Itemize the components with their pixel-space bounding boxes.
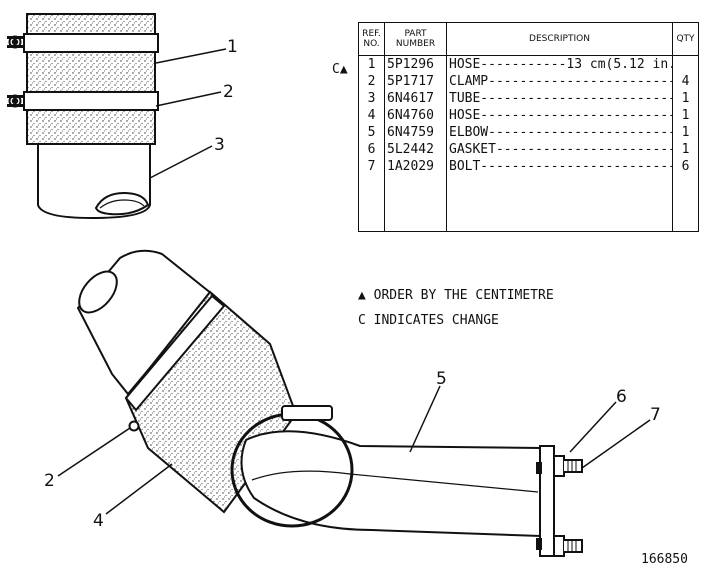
cell-description: HOSE-------------------------- [446,107,673,124]
cell-qty: 6 [672,158,699,175]
header-qty: QTY [672,22,699,56]
cell-ref: 7 [358,158,385,175]
cell-ref: 4 [358,107,385,124]
table-filler-row [358,175,699,232]
table-row: 3 6N4617 TUBE-------------------------- … [358,90,699,107]
cell-part-number: 5P1296 [384,55,447,73]
cell-part-number: 5L2442 [384,141,447,158]
cell-description: BOLT-------------------------- [446,158,673,175]
cell-ref: 3 [358,90,385,107]
cell-ref: 5 [358,124,385,141]
bottom-elbow-assembly [76,249,583,557]
clamp-screw-lower [7,94,24,108]
bottom-leader-lines [57,385,651,515]
table-row: 5 6N4759 ELBOW------------------------- … [358,124,699,141]
row-marker-change: C▲ [332,62,348,77]
callout-bottom-2: 2 [44,471,55,491]
callout-bottom-5: 5 [436,369,447,389]
note-order-by-centimetre: ▲ ORDER BY THE CENTIMETRE [358,288,554,303]
cell-ref: 1 [358,55,385,73]
callout-bottom-7: 7 [650,405,661,425]
cell-description: GASKET------------------------ [446,141,673,158]
clamp-part-2-lower [23,91,159,111]
top-tube-assembly [7,13,159,220]
table-row: 7 1A2029 BOLT-------------------------- … [358,158,699,175]
tube-opening [94,191,150,216]
figure-number: 166850 [641,552,688,567]
table-row: 6 5L2442 GASKET------------------------ … [358,141,699,158]
clamp-screw-upper [7,35,24,49]
note-indicates-change: C INDICATES CHANGE [358,313,499,328]
callout-top-1: 1 [227,37,238,57]
cell-description: CLAMP------------------------- [446,73,673,90]
cell-part-number: 6N4760 [384,107,447,124]
cell-qty: 1 [672,124,699,141]
clamp-band-angled [124,294,226,412]
elbow-part-5 [240,430,541,538]
cell-qty: 1 [672,90,699,107]
header-description: DESCRIPTION [446,22,673,56]
cell-qty: 1 [672,107,699,124]
cell-qty: 1 [672,141,699,158]
cell-part-number: 6N4617 [384,90,447,107]
cell-description: HOSE-----------13 cm(5.12 in.) [446,55,673,73]
cell-ref: 6 [358,141,385,158]
clamp-screw-housing [281,405,333,421]
table-row: 1 5P1296 HOSE-----------13 cm(5.12 in.) [358,55,699,73]
bolt-part-7-upper [553,455,583,477]
header-ref-no: REF. NO. [358,22,385,56]
cell-ref: 2 [358,73,385,90]
cell-part-number: 1A2029 [384,158,447,175]
clamp-part-2-upper [23,33,159,53]
clamp-screw-angled [128,420,140,432]
bolt-part-7-lower [553,535,583,557]
table-row: 4 6N4760 HOSE-------------------------- … [358,107,699,124]
cell-part-number: 6N4759 [384,124,447,141]
callout-top-3: 3 [214,135,225,155]
cell-description: TUBE-------------------------- [446,90,673,107]
table-row: 2 5P1717 CLAMP------------------------- … [358,73,699,90]
callout-top-2: 2 [223,82,234,102]
header-part-number: PART NUMBER [384,22,447,56]
angled-tube-opening [78,270,118,314]
callout-bottom-4: 4 [93,511,104,531]
callout-bottom-6: 6 [616,387,627,407]
cell-qty: 4 [672,73,699,90]
cell-description: ELBOW------------------------- [446,124,673,141]
parts-list-table: REF. NO. PART NUMBER DESCRIPTION QTY 1 5… [358,22,699,232]
top-leader-lines [149,48,227,179]
cell-qty [672,55,699,73]
gasket-part-6 [539,445,555,557]
cell-part-number: 5P1717 [384,73,447,90]
table-header-row: REF. NO. PART NUMBER DESCRIPTION QTY [358,22,699,56]
